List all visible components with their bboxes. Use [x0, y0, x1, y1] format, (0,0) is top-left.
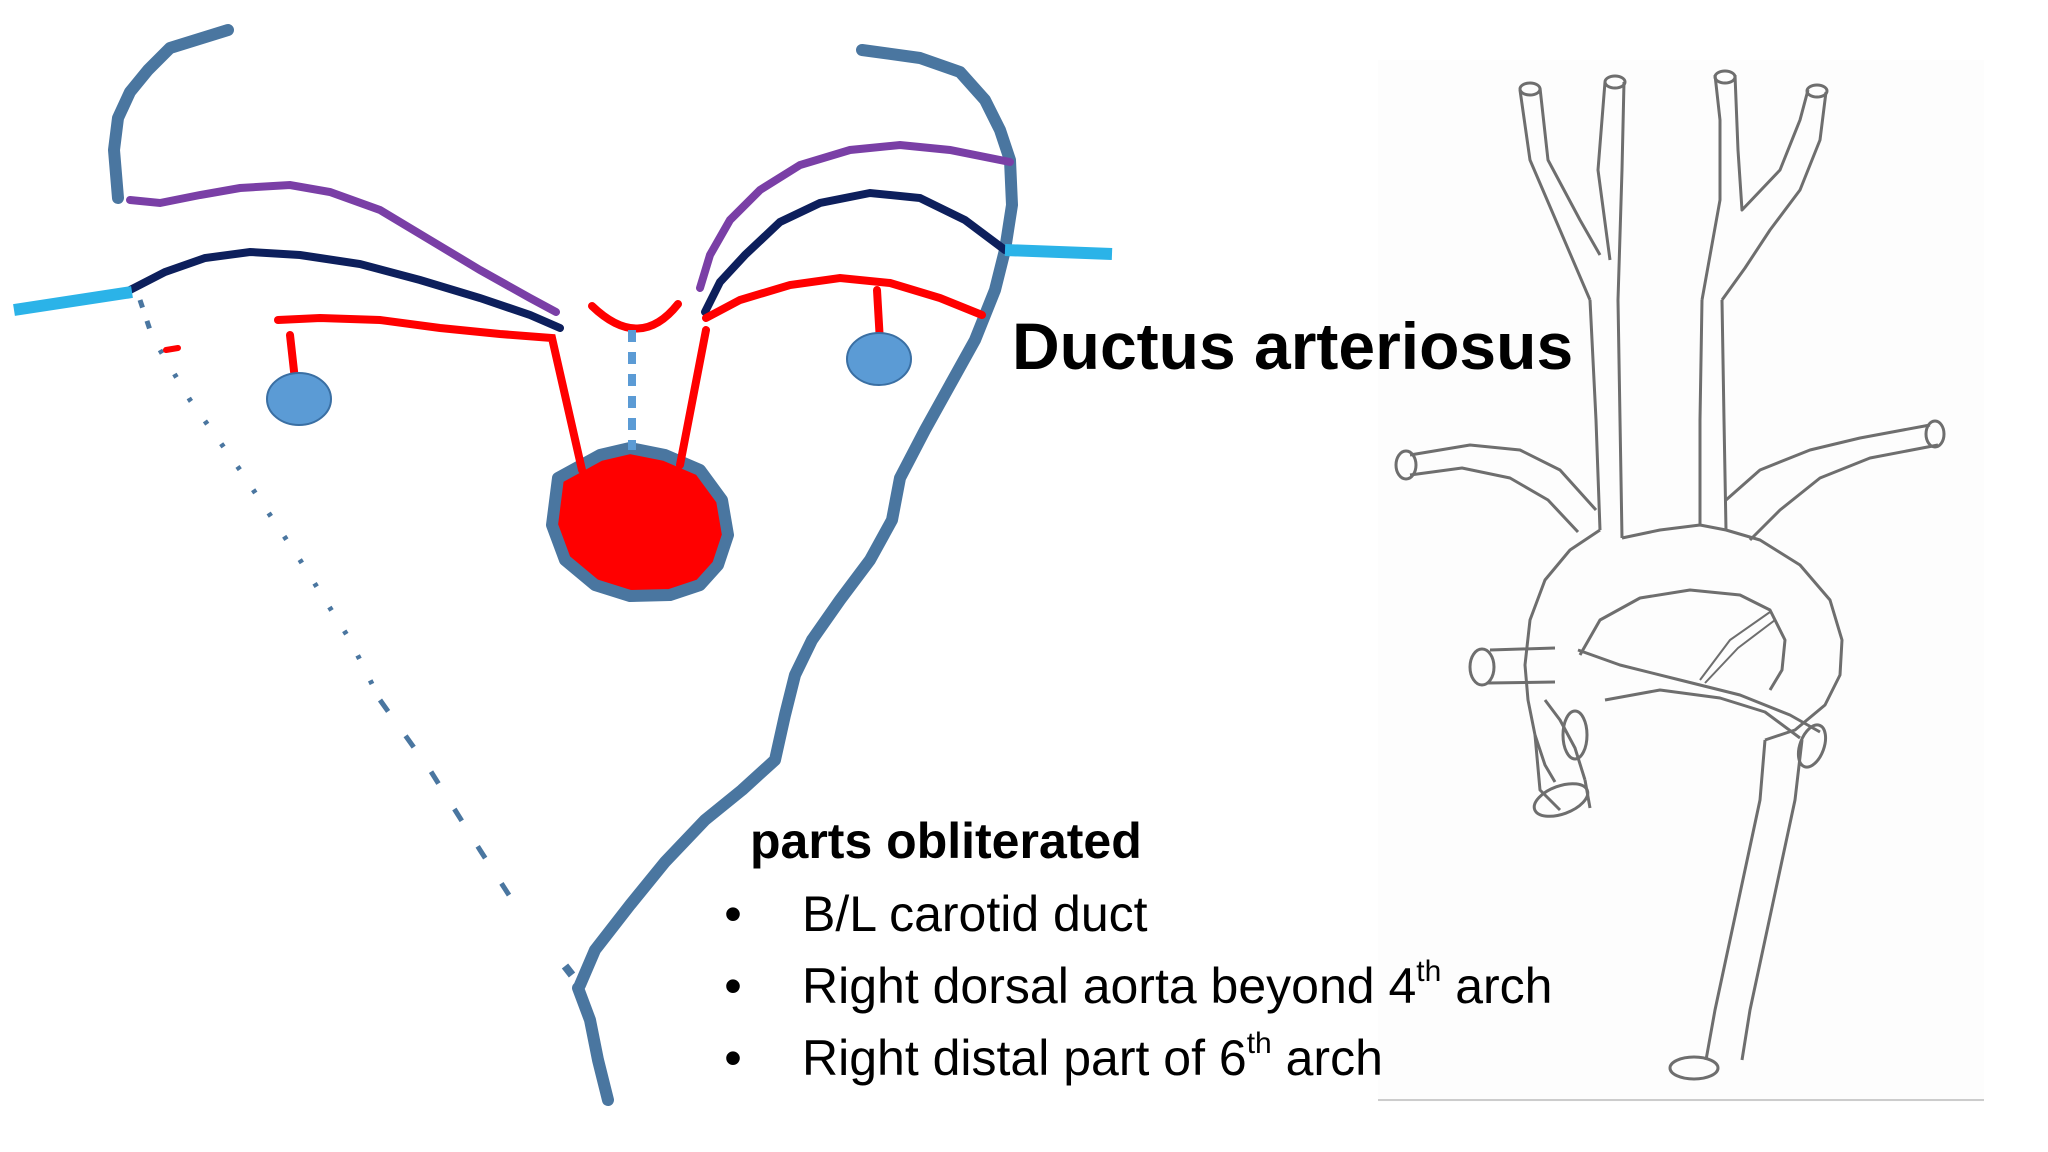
neck-line [572, 982, 614, 1106]
left-red-fragment [163, 345, 181, 353]
descending-aorta [1704, 739, 1804, 1061]
ductus-ligament [1699, 611, 1776, 684]
adult-aortic-arch-sketch [1378, 69, 1984, 1101]
list-item-suffix: arch [1271, 1030, 1383, 1086]
left-upper-hook [108, 24, 234, 204]
right-navy-arch [701, 188, 1009, 316]
list-item-text: B/L carotid duct [802, 886, 1148, 942]
left-blue-node [266, 372, 332, 426]
right-red-top [702, 273, 986, 322]
left-subclavian [1409, 443, 1598, 534]
aortic-sac [546, 442, 734, 602]
list-item: • Right distal part of 6th arch [718, 1022, 1553, 1094]
list-item-text: Right dorsal aorta beyond 4 [802, 958, 1417, 1014]
left-red-arch [274, 313, 586, 474]
ordinal-suffix: th [1416, 955, 1442, 988]
left-navy-arch [126, 247, 564, 332]
reference-panel [1378, 60, 1984, 1102]
aortic-arches [126, 140, 1014, 332]
bullet-dot: • [724, 1030, 742, 1086]
right-subclavian [1725, 423, 1939, 542]
aortic-arch-body [1621, 523, 1844, 742]
obliterated-left-body [137, 299, 576, 978]
left-cyan-segment [13, 286, 133, 316]
embryonic-outline [108, 24, 1018, 1106]
list-item-suffix: arch [1441, 958, 1553, 1014]
right-carotid-fork [1700, 74, 1828, 301]
cyan-segments [13, 244, 1113, 316]
list-item-text: Right distal part of 6 [802, 1030, 1247, 1086]
list-item: • Right dorsal aorta beyond 4th arch [718, 950, 1553, 1022]
central-red-cup [588, 300, 682, 333]
right-purple-arch [696, 140, 1014, 292]
right-blue-node [846, 332, 912, 386]
bullet-dot: • [724, 886, 742, 942]
slide-title: Ductus arteriosus [1012, 309, 1574, 383]
left-purple-arch [126, 180, 560, 316]
ordinal-suffix: th [1246, 1027, 1272, 1060]
pulmonary-trunk [1577, 648, 1821, 740]
list-item: • B/L carotid duct [718, 878, 1553, 950]
section-heading: parts obliterated [750, 813, 1142, 869]
bullet-dot: • [724, 958, 742, 1014]
left-carotid-fork [1518, 81, 1626, 301]
obliterated-parts-list: • B/L carotid duct • Right dorsal aorta … [718, 878, 1553, 1094]
right-upper-hook [856, 44, 1018, 256]
right-cyan-segment [1004, 244, 1113, 260]
right-body-outline [574, 244, 1011, 991]
right-red-arch [676, 326, 710, 469]
